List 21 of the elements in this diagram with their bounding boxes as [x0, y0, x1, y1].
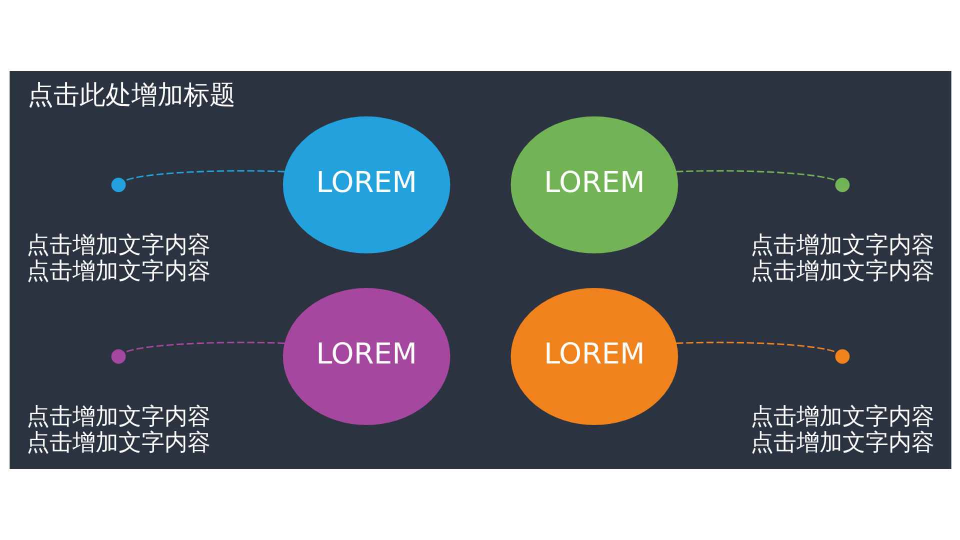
node-ellipse: LOREM — [510, 116, 678, 254]
node-circle — [834, 178, 850, 192]
node-label: 点击增加文字内容 — [750, 404, 934, 430]
node-label: 点击增加文字内容 — [750, 430, 934, 456]
node-circle — [110, 349, 126, 364]
node-label: 点击增加文字内容 — [26, 258, 210, 284]
diagram-title: 点击此处增加标题 — [27, 80, 236, 110]
connector — [676, 170, 837, 182]
node-circle — [834, 349, 850, 364]
connector — [123, 170, 284, 182]
node-label: 点击增加文字内容 — [26, 404, 210, 430]
connector — [676, 342, 837, 354]
node-label: 点击增加文字内容 — [26, 232, 210, 258]
node-label: 点击增加文字内容 — [750, 258, 934, 284]
node-label: 点击增加文字内容 — [26, 430, 210, 456]
node-ellipse: LOREM — [510, 288, 678, 426]
node-label: 点击增加文字内容 — [750, 232, 934, 258]
node-ellipse: LOREM — [282, 116, 450, 254]
connector — [123, 342, 284, 354]
node-ellipse: LOREM — [282, 288, 450, 426]
node-circle — [110, 178, 126, 192]
